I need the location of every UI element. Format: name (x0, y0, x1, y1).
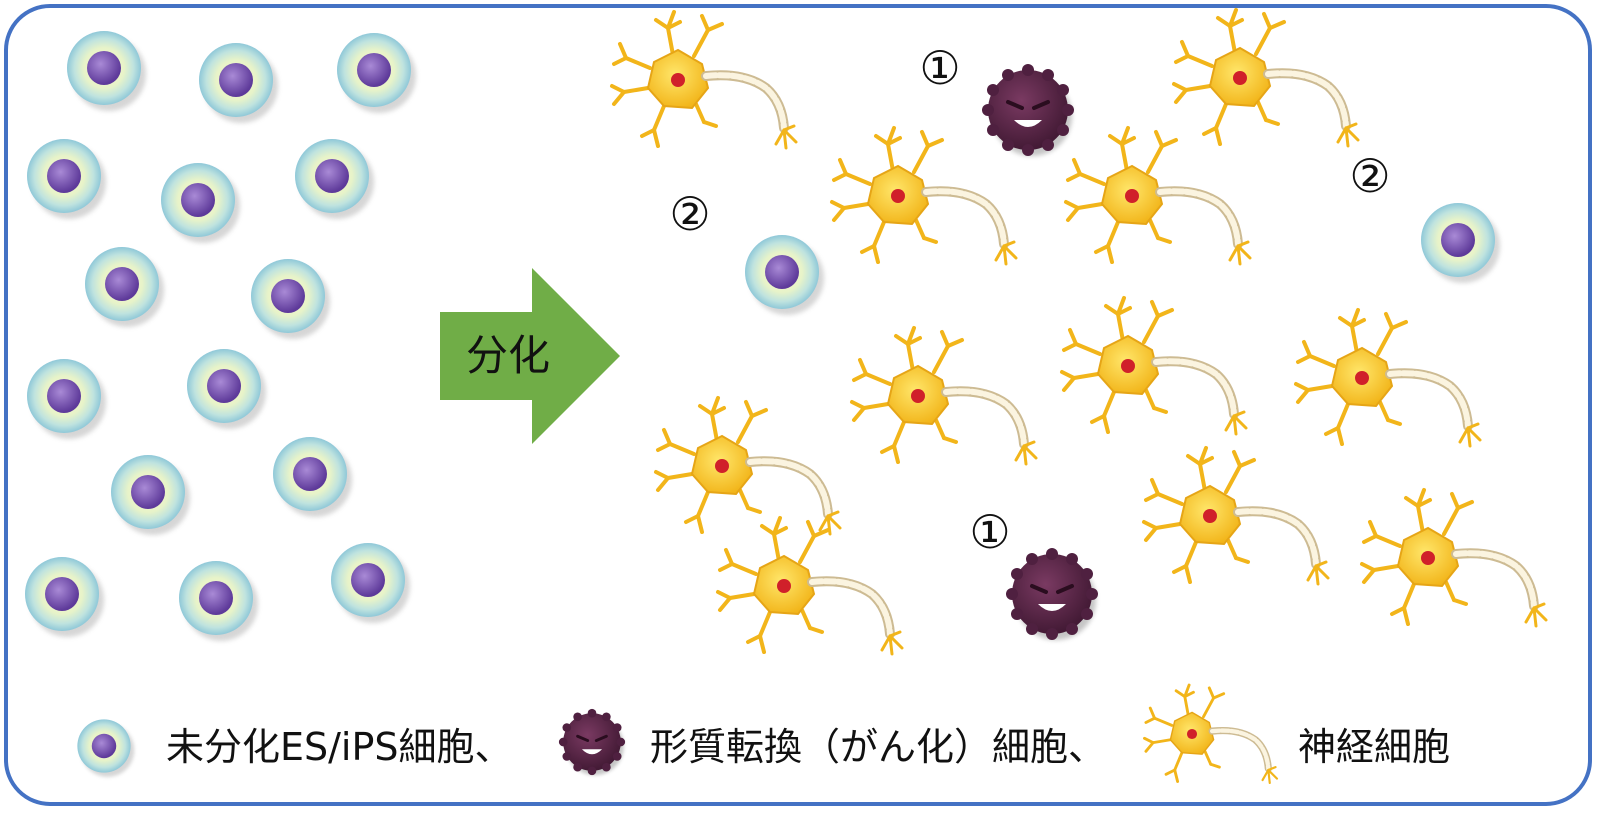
marker-one: ① (969, 505, 1010, 559)
stem-cell (295, 139, 374, 219)
legend: 未分化ES/iPS細胞、 形質転換（がん化）細胞、 神経細胞 (77, 685, 1450, 783)
marker-two: ② (669, 187, 710, 241)
stem-cell (199, 43, 278, 123)
stem-cell (187, 349, 266, 429)
neuron (656, 398, 840, 534)
stem-cell (67, 31, 146, 111)
neuron (718, 518, 902, 654)
legend-stem-label: 未分化ES/iPS細胞、 (166, 725, 513, 769)
neuron (1062, 298, 1246, 434)
legend-stem-icon (77, 719, 134, 777)
marker-two: ② (1349, 149, 1390, 203)
legend-neuron-label: 神経細胞 (1298, 725, 1450, 769)
stem-cell (27, 359, 106, 439)
arrow-label: 分化 (466, 331, 550, 380)
stem-cell (25, 557, 104, 637)
neuron (1296, 310, 1480, 446)
cancer-cell (1006, 548, 1098, 640)
legend-cancer-label: 形質転換（がん化）細胞、 (650, 725, 1106, 769)
cancer-cell (982, 64, 1074, 156)
stem-cell-remaining (745, 235, 824, 315)
stem-cell (85, 247, 164, 327)
stem-cell (331, 543, 410, 623)
stem-cell (179, 561, 258, 641)
neuron (852, 328, 1036, 464)
neuron (1066, 128, 1250, 264)
legend-neuron-icon (1144, 685, 1276, 783)
legend-cancer-icon (559, 709, 625, 775)
neuron (612, 12, 796, 148)
stem-cell (27, 139, 106, 219)
neuron (1144, 448, 1328, 584)
stem-cell-group (25, 31, 416, 641)
stem-cell (251, 259, 330, 339)
stem-cell (337, 33, 416, 113)
neuron-group (612, 10, 1546, 654)
differentiation-arrow: 分化 (440, 268, 620, 444)
neuron (832, 128, 1016, 264)
diagram-frame (4, 4, 1592, 806)
stem-cell-remaining (1421, 203, 1500, 283)
neuron (1174, 10, 1358, 146)
marker-one: ① (919, 41, 960, 95)
stem-cell (111, 455, 190, 535)
stem-cell (273, 437, 352, 517)
stem-cell (161, 163, 240, 243)
neuron (1362, 490, 1546, 626)
